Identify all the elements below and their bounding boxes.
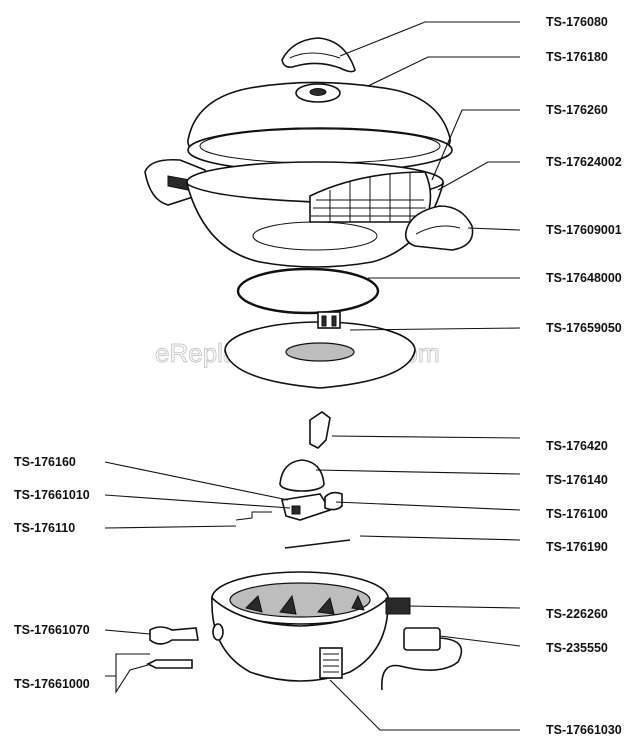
labels-right: TS-176080 TS-176180 TS-176260 TS-1762400…	[546, 15, 622, 737]
part-label-ts-176190: TS-176190	[546, 540, 608, 554]
power-cord	[381, 627, 463, 691]
part-label-ts-226260: TS-226260	[546, 607, 608, 621]
thermostat-mount	[235, 491, 343, 521]
part-label-ts-176160: TS-176160	[14, 455, 76, 469]
leader-lines-left	[104, 461, 291, 694]
thermostat	[279, 459, 325, 492]
part-label-ts-17661000: TS-17661000	[14, 677, 90, 691]
part-label-ts-176140: TS-176140	[546, 473, 608, 487]
leader-lines-right	[315, 21, 521, 731]
part-label-ts-17624002: TS-17624002	[546, 155, 622, 169]
part-label-ts-176110: TS-176110	[14, 521, 75, 535]
control-knob	[149, 626, 199, 645]
part-label-ts-176420: TS-176420	[546, 439, 608, 453]
wok-base	[211, 571, 389, 682]
wok-lid	[187, 81, 453, 173]
mounting-bracket	[309, 411, 331, 449]
sealing-ring	[236, 267, 380, 315]
power-switch	[385, 597, 411, 615]
part-label-ts-17661070: TS-17661070	[14, 623, 90, 637]
part-label-ts-17661030: TS-17661030	[546, 723, 622, 737]
knob-pin	[146, 659, 193, 669]
heating-plate	[224, 311, 416, 389]
part-label-ts-17659050: TS-17659050	[546, 321, 622, 335]
part-label-ts-235550: TS-235550	[546, 641, 608, 655]
part-label-ts-176100: TS-176100	[546, 507, 608, 521]
part-label-ts-176080: TS-176080	[546, 15, 608, 29]
part-label-ts-17648000: TS-17648000	[546, 271, 622, 285]
rod	[284, 539, 351, 549]
part-label-ts-176260: TS-176260	[546, 103, 608, 117]
part-label-ts-17661010: TS-17661010	[14, 488, 90, 502]
lid-knob	[281, 37, 356, 73]
labels-left: TS-176160 TS-17661010 TS-176110 TS-17661…	[14, 455, 90, 691]
part-label-ts-176180: TS-176180	[546, 50, 608, 64]
wok-handle-right	[404, 205, 474, 251]
part-label-ts-17609001: TS-17609001	[546, 223, 622, 237]
